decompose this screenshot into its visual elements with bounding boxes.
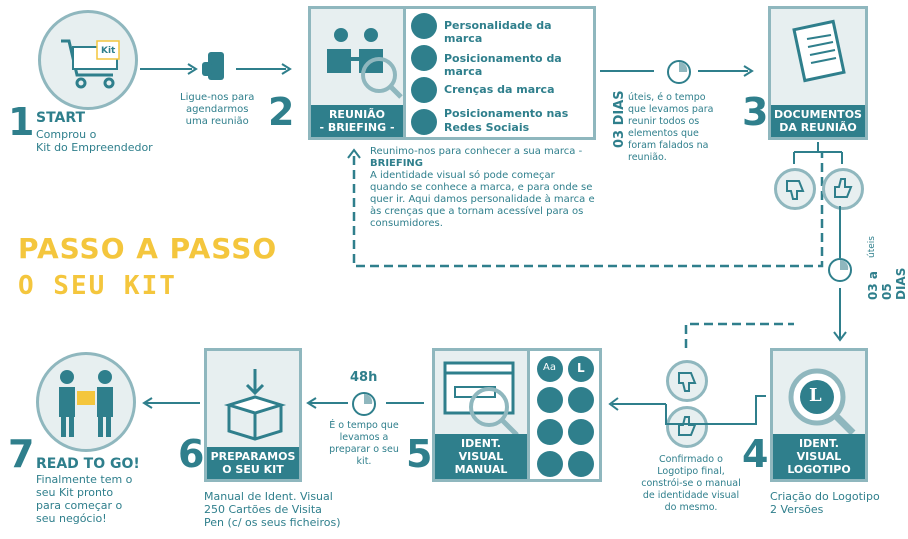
- twitter-icon: [411, 109, 437, 135]
- item-posicionamento: Posicionamento da marca: [444, 52, 562, 78]
- step2-items-panel: Personalidade da marca Posicionamento da…: [406, 6, 596, 140]
- step4-band: IDENT. VISUAL LOGOTIPO: [773, 434, 865, 479]
- branch-4-5: [608, 395, 766, 425]
- step1-desc: Comprou o Kit do Empreendedor: [36, 128, 153, 154]
- step2-card: REUNIÃO - BRIEFING -: [308, 6, 406, 140]
- page-title: PASSO A PASSO O SEU KIT: [18, 232, 277, 301]
- step5-band: IDENT. VISUAL MANUAL: [435, 434, 527, 479]
- item-personalidade: Personalidade da marca: [444, 19, 552, 45]
- font-icon: [537, 356, 563, 382]
- palette-icon: [568, 451, 594, 477]
- step4-days: 03 a 05 DIAS: [866, 267, 908, 300]
- thumbs-down-icon-2: [678, 372, 697, 392]
- logo-letter: L: [809, 385, 822, 406]
- step4-number: 4: [742, 432, 769, 476]
- step7-title: READ TO GO!: [36, 456, 140, 472]
- font-icon-text: Aa: [543, 362, 556, 373]
- dashed-connector-2: [347, 148, 824, 268]
- step3-days: 03 DIAS: [612, 90, 627, 148]
- arrow-1-2a: [140, 63, 198, 75]
- thumbs-down-icon: [786, 180, 805, 200]
- briefing-note-a: Reunimo-nos para conhecer a sua marca -: [370, 146, 583, 157]
- arrow-5-6b: [306, 397, 348, 409]
- item-redes-sociais: Posicionamento nas Redes Sociais: [444, 107, 569, 134]
- briefing-note-b: BRIEFING: [370, 158, 424, 169]
- hours-label: 48h: [350, 370, 378, 385]
- handover-icon: [59, 370, 113, 437]
- logo-mark-text: L: [577, 361, 585, 375]
- step2-band: REUNIÃO - BRIEFING -: [311, 105, 403, 137]
- meeting-icon: [327, 28, 403, 99]
- pencil-icon: [537, 451, 563, 477]
- step3-band: DOCUMENTOS DA REUNIÃO: [771, 105, 865, 137]
- step5-number: 5: [406, 432, 433, 476]
- step5-card: IDENT. VISUAL MANUAL: [432, 348, 530, 482]
- step6-card: PREPARAMOS O SEU KIT: [204, 348, 302, 482]
- cart-icon: [61, 39, 120, 89]
- step7-circle: [36, 352, 136, 452]
- phone-text: Ligue-nos para agendarmos uma reunião: [180, 92, 255, 127]
- thumbs-up-circle-2: [666, 406, 708, 448]
- phone-icon: [202, 52, 224, 80]
- no-icon: [568, 387, 594, 413]
- step1-cart-circle: Kit: [38, 10, 138, 110]
- frame-icon: [537, 419, 563, 445]
- stationery-icon: [568, 419, 594, 445]
- arrow-2-3a: [600, 70, 654, 72]
- step4-card: L IDENT. VISUAL LOGOTIPO: [770, 348, 868, 482]
- target-icon: [411, 45, 437, 71]
- kit-logo-text: Kit: [101, 46, 116, 56]
- arrow-6-7: [142, 397, 200, 409]
- personality-icon: [411, 13, 437, 39]
- step6-band: PREPARAMOS O SEU KIT: [207, 447, 299, 479]
- step7-desc: Finalmente tem o seu Kit pronto para com…: [36, 473, 133, 525]
- documents-icon: [792, 19, 846, 83]
- step4-days-small: úteis: [867, 236, 877, 258]
- ruler-icon: [537, 387, 563, 413]
- thumbs-up-icon: [834, 178, 853, 198]
- dashed-connector-4: [684, 322, 794, 348]
- thumbs-down-circle: [774, 168, 816, 210]
- clock-icon-3: [667, 60, 691, 84]
- confirm-text: Confirmado o Logotipo final, constrói-se…: [641, 454, 741, 513]
- step6-number: 6: [178, 432, 205, 476]
- arrow-1-2b: [236, 63, 292, 75]
- step1-title: START: [36, 110, 86, 126]
- thumbs-branch: [793, 142, 843, 164]
- arrow-5-6a: [386, 402, 424, 404]
- step6-desc: Manual de Ident. Visual 250 Cartões de V…: [204, 490, 341, 529]
- window-search-icon: [443, 361, 519, 437]
- step3-days-text: úteis, é o tempo que levamos para reunir…: [628, 92, 714, 163]
- clock-icon-6: [352, 392, 376, 416]
- step1-number: 1: [8, 100, 35, 144]
- arrow-3-4: [833, 206, 847, 342]
- item-crencas: Crenças da marca: [444, 83, 555, 96]
- hours-text: É o tempo que levamos a preparar o seu k…: [329, 420, 399, 467]
- arrow-2-3b: [698, 65, 754, 77]
- box-icon: [223, 369, 287, 441]
- title-line1: PASSO A PASSO: [18, 232, 278, 265]
- magnifier-logo-icon: [788, 368, 856, 436]
- briefing-note: Reunimo-nos para conhecer a sua marca - …: [370, 146, 610, 230]
- step3-number: 3: [742, 90, 769, 134]
- step4-desc: Criação do Logotipo 2 Versões: [770, 490, 880, 516]
- briefing-note-c: A identidade visual só pode começar quan…: [370, 170, 595, 229]
- step3-card: DOCUMENTOS DA REUNIÃO: [768, 6, 868, 140]
- clock-icon-4: [828, 258, 852, 282]
- yin-yang-icon: [411, 77, 437, 103]
- thumbs-down-circle-2: [666, 360, 708, 402]
- logo-mark-icon: [568, 356, 594, 382]
- step2-number: 2: [268, 90, 295, 134]
- step5-icons-panel: Aa L: [530, 348, 602, 482]
- thumbs-up-circle: [822, 168, 864, 210]
- title-line2: O SEU KIT: [18, 271, 177, 301]
- step7-number: 7: [8, 432, 35, 476]
